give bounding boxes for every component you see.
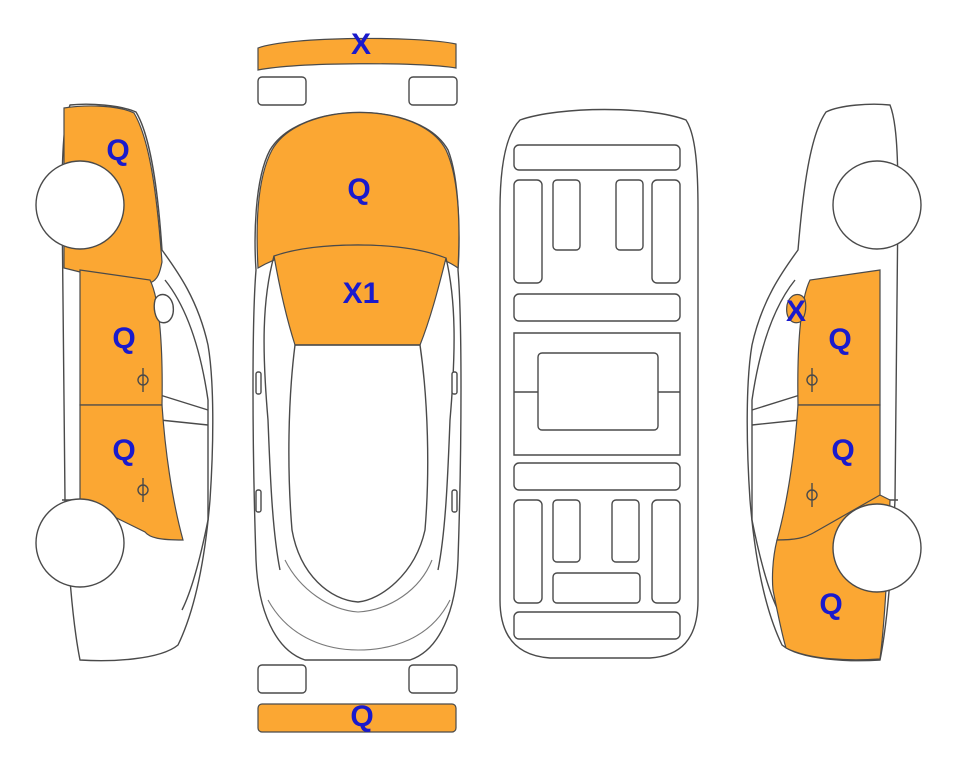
rear-bumper-area (257, 703, 457, 733)
right-front-wheel (832, 160, 922, 250)
left-door-rear-code: Q (112, 434, 135, 467)
top-left-handle-front (255, 371, 262, 395)
left-rear-wheel (35, 498, 125, 588)
top-a-pillar-right (437, 257, 455, 571)
left-fender-front-code: Q (106, 134, 129, 167)
left-front-wheel (35, 160, 125, 250)
underbody-rear-left-rail (513, 499, 543, 604)
left-side-window-line (164, 279, 209, 611)
underbody-rear-left-inner (552, 499, 581, 563)
rear-right-light (408, 664, 458, 694)
left-rear-handle (137, 478, 149, 502)
underbody-front-right-rail (651, 179, 681, 284)
right-front-handle (806, 368, 818, 392)
left-door-rear-area (79, 404, 184, 541)
underbody-rear-tank (552, 572, 641, 604)
front-left-light (257, 76, 307, 106)
underbody-front-right-inner (615, 179, 644, 251)
right-side-window-inner (751, 394, 801, 426)
left-mirror (153, 293, 175, 324)
left-side-window-inner (159, 394, 209, 426)
underbody-mid-bar-rear (513, 462, 681, 491)
front-bumper-area (257, 37, 457, 71)
underbody-view (499, 108, 699, 659)
front-right-light (408, 76, 458, 106)
top-right-handle-rear (451, 489, 458, 513)
underbody-rear-right-rail (651, 499, 681, 604)
right-door-front-code: Q (828, 323, 851, 356)
underbody-front-bar (513, 144, 681, 171)
right-quarter-panel-code: Q (819, 588, 842, 621)
underbody-rear-right-inner (611, 499, 640, 563)
windshield-code: X1 (343, 277, 380, 310)
right-door-rear-code: Q (831, 434, 854, 467)
underbody-center-panel (537, 352, 659, 431)
left-front-handle (137, 368, 149, 392)
rear-left-light (257, 664, 307, 694)
right-side-window-line (751, 279, 796, 611)
top-a-pillar-left (263, 255, 281, 571)
right-rear-handle (806, 483, 818, 507)
right-side-view: X Q Q Q (746, 103, 922, 662)
top-rear-window (284, 559, 433, 613)
front-bumper-code: X (351, 28, 371, 61)
left-door-front-code: Q (112, 322, 135, 355)
top-cabin-outline (288, 344, 429, 603)
underbody-mid-bar-front (513, 293, 681, 322)
top-right-handle-front (451, 371, 458, 395)
left-side-view: Q Q Q (35, 103, 214, 662)
underbody-front-left-rail (513, 179, 543, 284)
underbody-rear-bar (513, 611, 681, 640)
rear-bumper-code: Q (350, 700, 373, 733)
right-mirror-area (786, 294, 807, 324)
right-mirror-code: X (786, 295, 806, 328)
top-view: X Q X1 Q (252, 28, 462, 733)
top-trunk-line (267, 599, 451, 651)
right-rear-wheel (832, 503, 922, 593)
hood-code: Q (347, 173, 370, 206)
underbody-front-left-inner (552, 179, 581, 251)
top-left-handle-rear (255, 489, 262, 513)
